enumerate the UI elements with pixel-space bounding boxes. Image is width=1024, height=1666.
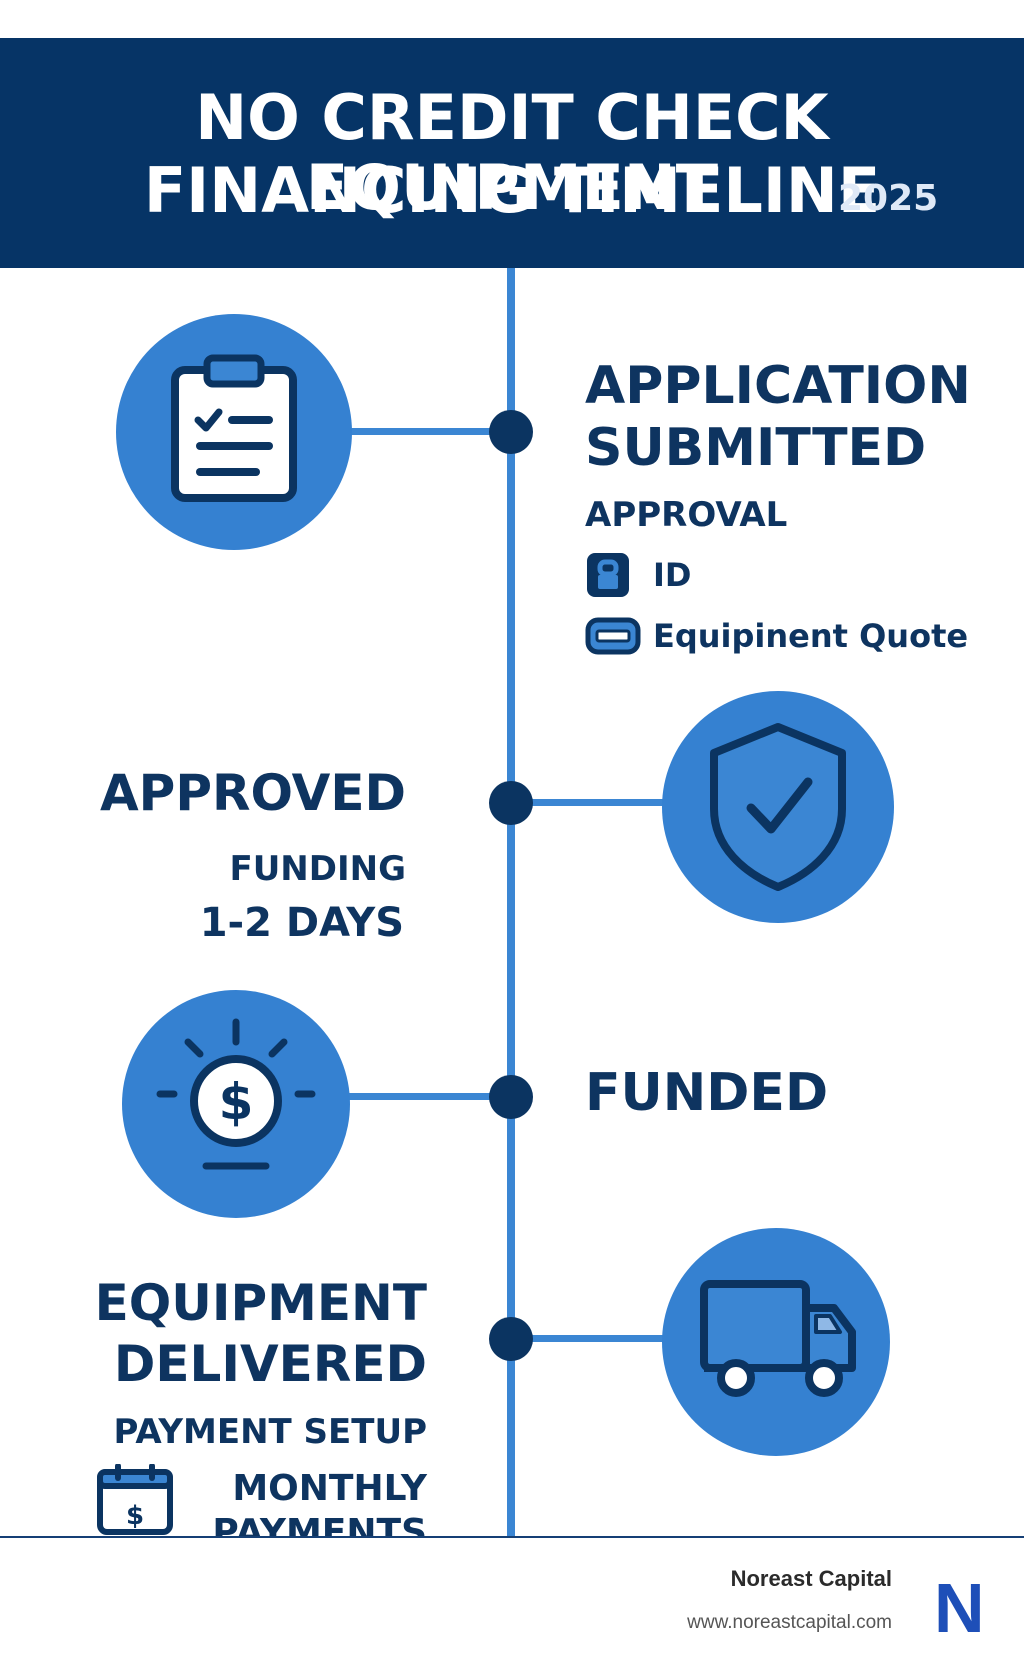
timeline-node-1	[489, 410, 533, 454]
timeline-node-3	[489, 1075, 533, 1119]
step-1-heading-line-2: SUBMITTED	[585, 418, 927, 478]
connector-2	[515, 799, 665, 806]
step-1-item-id-label: ID	[653, 556, 692, 594]
step-2-sub-line-1: FUNDING	[229, 849, 406, 889]
step-2-sub-line-2: 1-2 DAYS	[199, 900, 404, 946]
clipboard-icon	[171, 354, 297, 502]
step-1-icon-circle	[116, 314, 352, 550]
step-2-heading: APPROVED	[99, 764, 406, 822]
step-1-subheading: APPROVAL	[585, 495, 788, 535]
step-3-heading: FUNDED	[585, 1063, 829, 1123]
timeline-spine	[507, 268, 515, 1538]
step-4-subheading: PAYMENT SETUP	[113, 1412, 427, 1452]
connector-3	[340, 1093, 505, 1100]
connector-1	[345, 428, 505, 435]
shield-check-icon	[710, 723, 846, 891]
step-4-heading-line-1: EQUIPMENT	[94, 1274, 427, 1332]
step-1-item-quote-label: Equipinent Quote	[653, 617, 969, 655]
brand-logo: N	[934, 1569, 985, 1647]
year-label: 2025	[838, 178, 939, 219]
connector-4	[515, 1335, 665, 1342]
step-1-item-id: ID	[585, 553, 691, 597]
timeline-node-4	[489, 1317, 533, 1361]
step-3-icon-circle: $	[122, 990, 350, 1218]
calendar-dollar-icon: $	[97, 1463, 173, 1535]
footer-divider	[0, 1536, 1024, 1538]
brand-url[interactable]: www.noreastcapital.com	[687, 1612, 892, 1633]
title-line-2: FINANCING TIMELINE	[143, 154, 881, 227]
step-4-payment-line-2-clip: PAYMENTS	[200, 1512, 430, 1536]
step-4-heading-line-2: DELIVERED	[113, 1335, 427, 1393]
step-4-payment-line-2: PAYMENTS	[212, 1512, 427, 1536]
lock-icon	[587, 553, 629, 597]
step-1-item-quote: Equipinent Quote	[585, 614, 968, 658]
brand-name: Noreast Capital	[730, 1566, 892, 1591]
title-line-1: NO CREDIT CHECK EQUIPMENT	[195, 81, 829, 224]
step-4-icon-circle	[662, 1228, 890, 1456]
calendar-dollar-icon-wrap: $	[96, 1463, 176, 1536]
step-4-payment-line-1: MONTHLY	[232, 1468, 427, 1509]
header-banner: NO CREDIT CHECK EQUIPMENT FINANCING TIME…	[0, 38, 1024, 268]
svg-text:$: $	[126, 1501, 144, 1531]
timeline-node-2	[489, 781, 533, 825]
svg-text:$: $	[219, 1073, 254, 1131]
dollar-coin-icon: $	[156, 1018, 316, 1170]
step-1-heading-line-1: APPLICATION	[585, 356, 971, 416]
step-2-icon-circle	[662, 691, 894, 923]
card-icon	[585, 617, 641, 655]
truck-icon	[700, 1280, 856, 1397]
